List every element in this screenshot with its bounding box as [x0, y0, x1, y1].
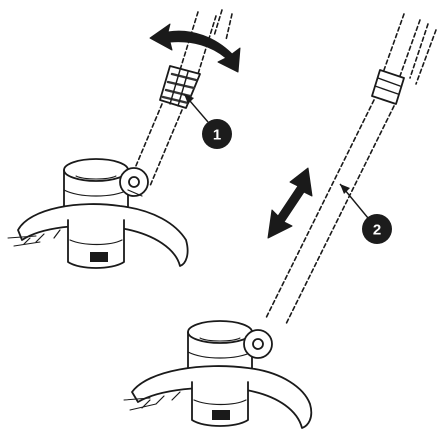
left-cutting-guard — [7, 203, 189, 269]
callout-2-badge — [362, 214, 392, 244]
callout-1: 1 — [183, 93, 232, 149]
extension-arrow — [267, 167, 313, 239]
right-motor-housing — [187, 320, 273, 385]
left-trimmer — [7, 9, 241, 269]
callout-1-number: 1 — [213, 127, 221, 144]
telescopic-shaft — [265, 99, 395, 325]
rotation-arrow — [149, 23, 241, 73]
locking-collar — [159, 65, 201, 109]
right-handle-tube — [383, 13, 437, 85]
right-cutting-guard — [123, 365, 313, 429]
callout-2-number: 2 — [373, 222, 381, 239]
left-lower-shaft — [129, 103, 183, 187]
callout-2: 2 — [339, 183, 392, 244]
callout-1-badge — [202, 119, 232, 149]
right-trimmer — [123, 13, 437, 429]
